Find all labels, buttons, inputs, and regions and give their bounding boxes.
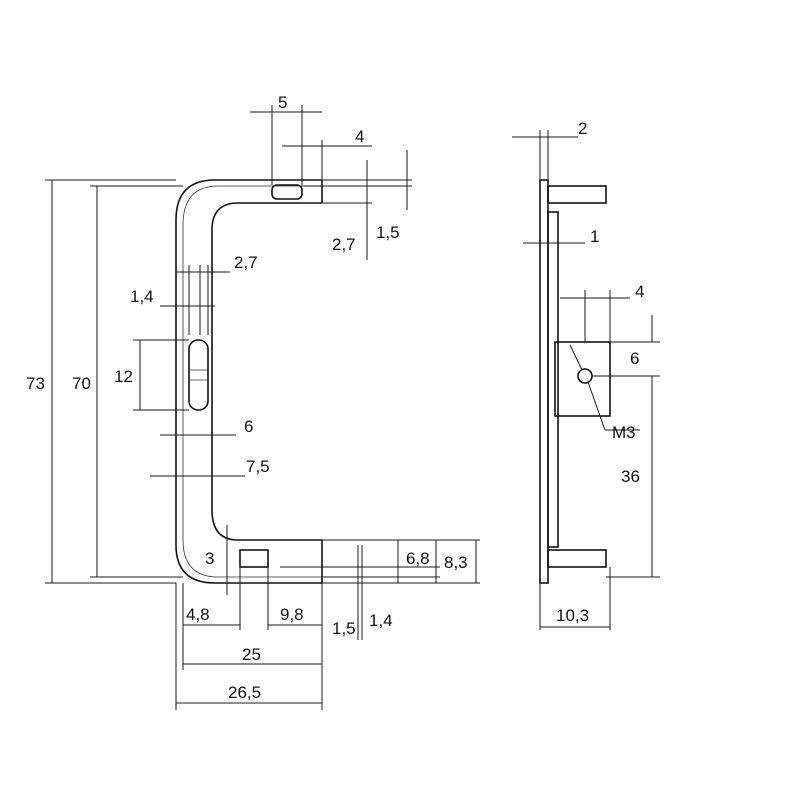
dim-6: 6	[244, 417, 253, 436]
dim-5: 5	[278, 93, 287, 112]
side-dimension-lines	[512, 130, 660, 630]
dim-1-4: 1,4	[130, 287, 154, 306]
front-dimension-lines	[45, 105, 480, 710]
dim-4-8: 4,8	[186, 605, 210, 624]
dim-1: 1	[590, 227, 599, 246]
dim-6-side: 6	[630, 349, 639, 368]
dim-10-3: 10,3	[556, 606, 589, 625]
handle-side-view	[539, 179, 611, 584]
dim-26-5: 26,5	[228, 683, 261, 702]
dim-4-side: 4	[635, 282, 644, 301]
dim-3: 3	[205, 549, 214, 568]
dim-2: 2	[578, 119, 587, 138]
dim-36: 36	[621, 467, 640, 486]
label-m3: M3	[612, 423, 636, 442]
dim-9-8: 9,8	[280, 605, 304, 624]
handle-front-view	[175, 179, 323, 584]
side-dimension-labels: 2 1 4 6 M3 36 10,3	[556, 119, 644, 625]
front-dimension-labels: 73 70 12 1,4 2,7 6 7,5 5 4 2,7 1,5 3 6,8…	[26, 93, 468, 702]
dim-7-5: 7,5	[246, 457, 270, 476]
dim-1-5-top: 1,5	[376, 223, 400, 242]
dim-6-8: 6,8	[406, 549, 430, 568]
dim-73: 73	[26, 374, 45, 393]
dim-2-7-side: 2,7	[234, 253, 258, 272]
dim-8-3: 8,3	[444, 553, 468, 572]
dim-12: 12	[114, 367, 133, 386]
dim-70: 70	[72, 374, 91, 393]
dim-25: 25	[242, 645, 261, 664]
dim-4-top: 4	[355, 127, 364, 146]
dim-1-5-bottom: 1,5	[332, 619, 356, 638]
dim-1-4-bottom: 1,4	[369, 611, 393, 630]
dim-2-7-top: 2,7	[332, 235, 356, 254]
